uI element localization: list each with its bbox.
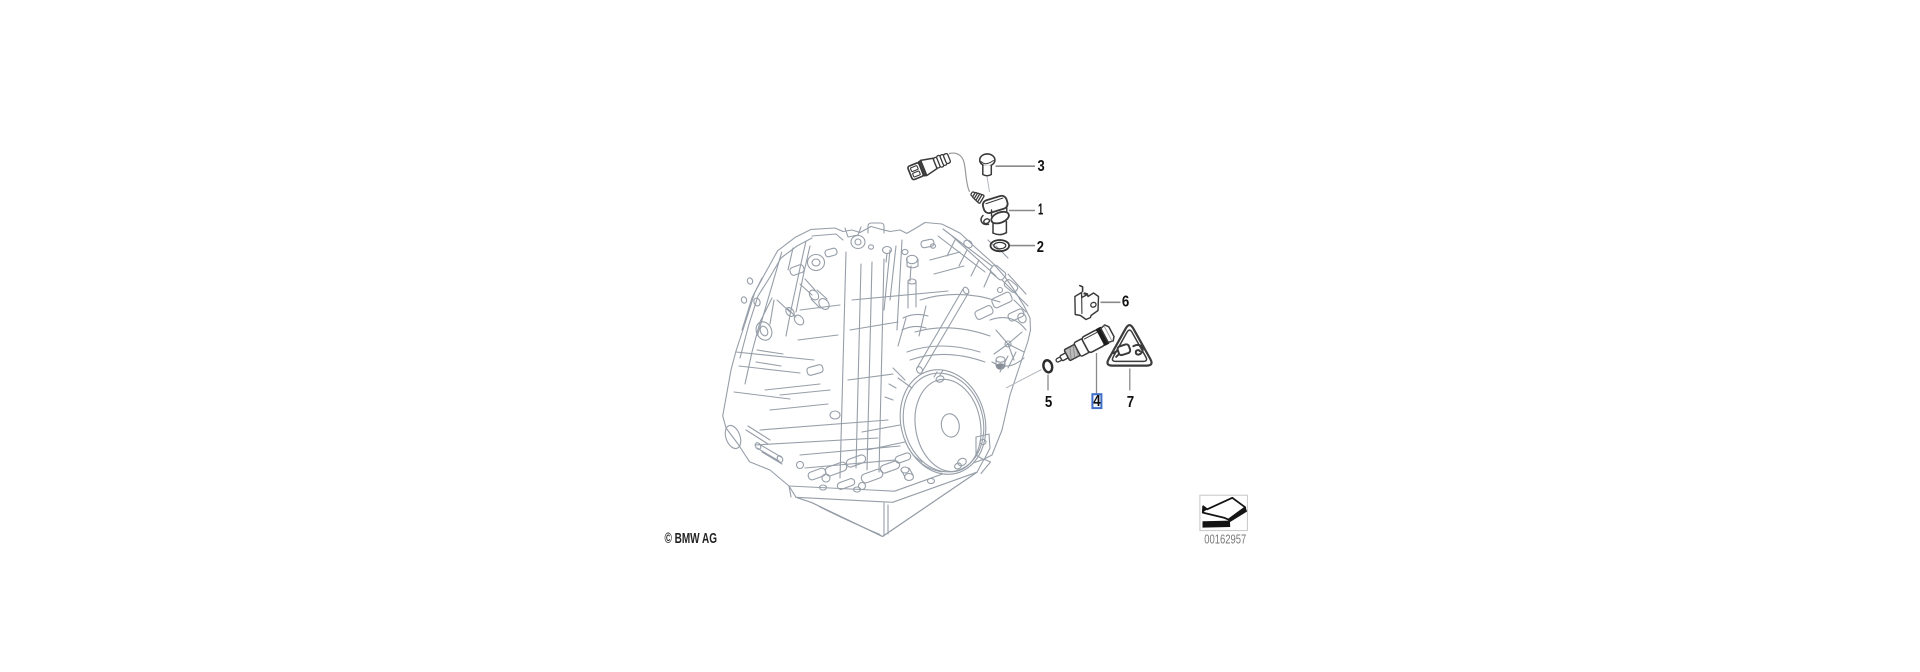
svg-text:6: 6	[1122, 294, 1130, 311]
svg-text:5: 5	[1045, 394, 1053, 411]
svg-text:4: 4	[1093, 393, 1101, 410]
svg-text:7: 7	[1127, 394, 1134, 411]
svg-text:1: 1	[1038, 202, 1043, 219]
svg-text:00162957: 00162957	[1204, 532, 1246, 547]
svg-text:3: 3	[1038, 158, 1046, 175]
svg-text:2: 2	[1037, 239, 1044, 256]
svg-text:© BMW AG: © BMW AG	[665, 531, 718, 547]
